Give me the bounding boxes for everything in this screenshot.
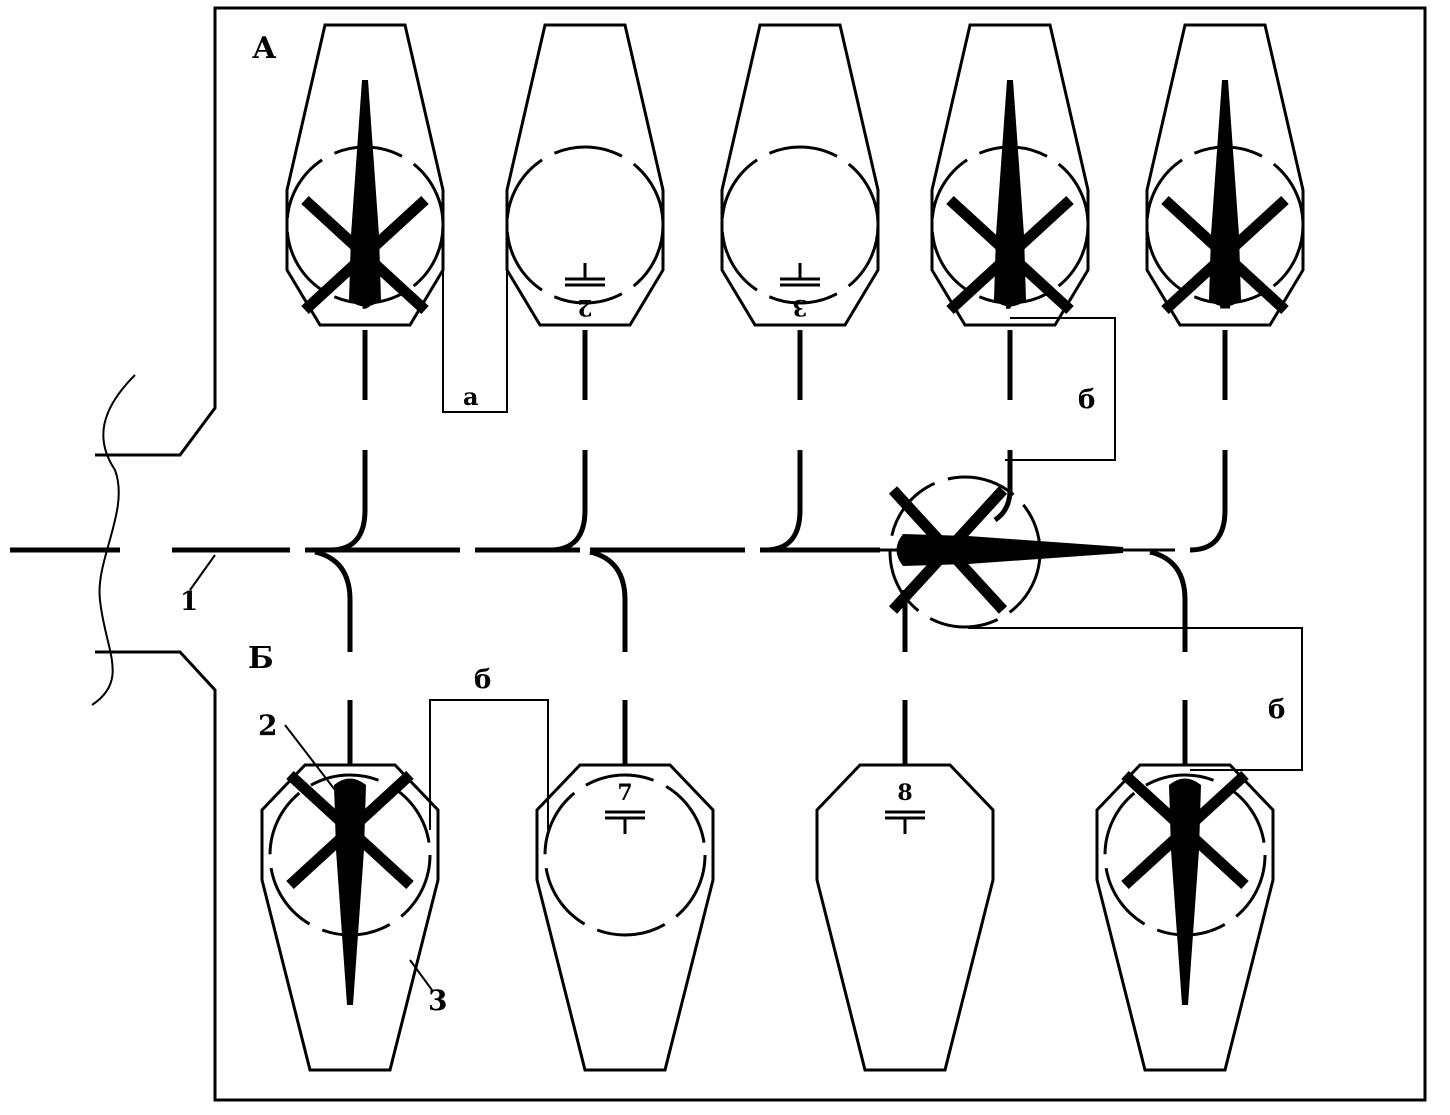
pad-2-h-marker bbox=[565, 263, 605, 287]
pad-6-lead-line bbox=[314, 549, 353, 652]
pad-5-number: 5 bbox=[1217, 286, 1232, 312]
pad-2-number: 2 bbox=[577, 294, 592, 320]
helicopter-pad-5 bbox=[1161, 80, 1289, 315]
fuselage bbox=[1169, 778, 1201, 1005]
dimension-a bbox=[442, 262, 508, 413]
ref-taxiway-label: 1 bbox=[180, 587, 198, 617]
site-boundary bbox=[95, 6, 1427, 1102]
pad-7-outline bbox=[535, 763, 715, 1072]
pad-9-number: 9 bbox=[1177, 780, 1192, 806]
pad-8-number: 8 bbox=[897, 780, 912, 806]
pad-7-h-marker bbox=[605, 810, 645, 834]
dimension-b-right bbox=[968, 627, 1303, 771]
fuselage bbox=[349, 80, 381, 307]
dimension-b-right-label: б bbox=[1268, 695, 1285, 725]
ref-circle-label: 2 bbox=[258, 709, 277, 742]
dimension-a-label: а bbox=[463, 382, 479, 411]
fuselage bbox=[896, 534, 1123, 566]
helicopter-pad-4 bbox=[946, 80, 1074, 315]
helicopter-pad-1 bbox=[301, 80, 429, 315]
dimension-b-top-label: б bbox=[1078, 385, 1095, 415]
taxiing-helicopter bbox=[888, 486, 1123, 614]
helicopter-pad-9 bbox=[1121, 770, 1249, 1005]
pad-5-lead-line bbox=[1189, 450, 1228, 553]
pad-7-number: 7 bbox=[617, 780, 632, 806]
helicopter-pad-6 bbox=[286, 770, 414, 1005]
dimension-b-bottom bbox=[429, 699, 549, 830]
pad-1-number: 1 bbox=[357, 286, 372, 312]
fuselage bbox=[1209, 80, 1241, 307]
pad-4-number: 4 bbox=[1002, 286, 1017, 312]
pad-8-h-marker bbox=[885, 810, 925, 834]
dimension-b-top bbox=[1005, 317, 1116, 461]
dimension-b-bottom-label: б bbox=[474, 665, 491, 695]
pad-3-h-marker bbox=[780, 263, 820, 287]
zone-a-label: А bbox=[252, 31, 277, 66]
leader-1 bbox=[189, 554, 216, 591]
ref-pad-outline-label: 3 bbox=[428, 984, 447, 1017]
pad-6-number: 6 bbox=[342, 780, 357, 806]
pad-7-rotor-circle bbox=[543, 773, 707, 937]
pad-2-rotor-circle bbox=[505, 145, 665, 305]
zone-b-label: Б bbox=[248, 641, 274, 676]
pad-9-lead-line bbox=[1149, 549, 1188, 652]
leader-3 bbox=[409, 959, 433, 991]
pad-1-lead-line bbox=[329, 450, 368, 553]
pad-3-rotor-circle bbox=[720, 145, 880, 305]
pad-3-number: 3 bbox=[792, 294, 807, 320]
break-line bbox=[91, 374, 136, 706]
pad-8-outline bbox=[815, 763, 995, 1072]
fuselage bbox=[994, 80, 1026, 307]
pad-4-lead-line bbox=[993, 450, 1013, 523]
fuselage bbox=[334, 778, 366, 1005]
pad-2-lead-line bbox=[549, 450, 588, 553]
pad-3-lead-line bbox=[764, 450, 803, 553]
pad-7-lead-line bbox=[589, 549, 628, 652]
